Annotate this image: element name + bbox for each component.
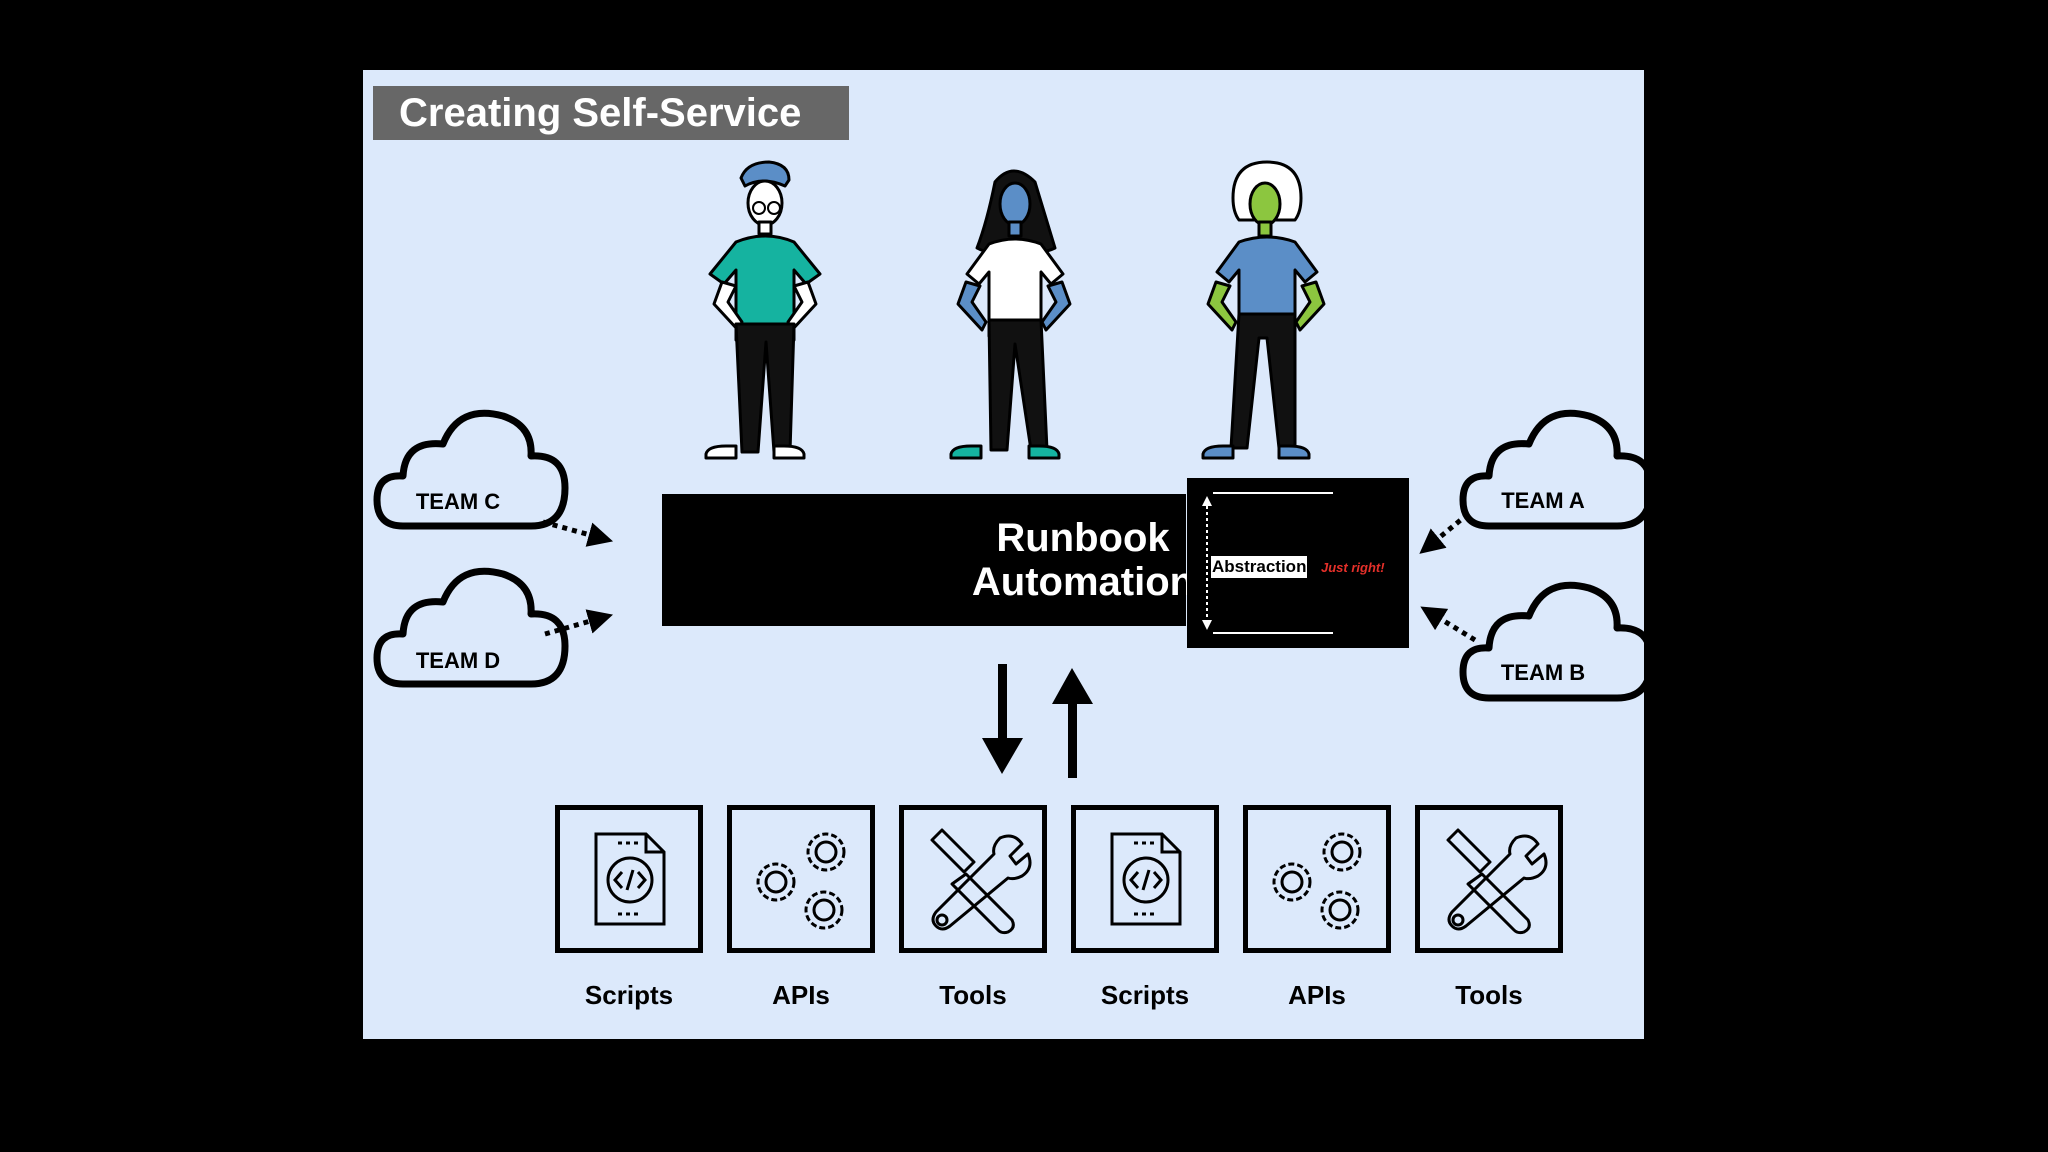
script-file-icon bbox=[594, 832, 666, 926]
person-white-shirt-icon bbox=[949, 169, 1072, 460]
slide-title: Creating Self-Service bbox=[373, 86, 849, 140]
tools-label: Tools bbox=[939, 980, 1007, 1010]
runbook-automation-box bbox=[662, 494, 1186, 626]
cloud-icon bbox=[373, 567, 569, 688]
runbook-label-line1: Runbook bbox=[996, 516, 1170, 560]
abstraction-label: Abstraction bbox=[1211, 556, 1308, 578]
person-blue-shirt-icon bbox=[1201, 160, 1326, 460]
tools-icon bbox=[1446, 828, 1548, 935]
abstraction-note: Just right! bbox=[1321, 560, 1385, 575]
apis-tile bbox=[727, 805, 875, 953]
cloud-icon bbox=[1459, 409, 1644, 530]
apis-label: APIs bbox=[772, 980, 830, 1010]
arrow-up-icon bbox=[1052, 668, 1093, 778]
scripts-label: Scripts bbox=[1100, 980, 1190, 1010]
scripts-tile bbox=[555, 805, 703, 953]
gears-icon bbox=[756, 832, 846, 930]
team-b-label: TEAM B bbox=[1500, 660, 1586, 685]
slide: Creating Self-Service bbox=[363, 70, 1644, 1039]
arrow-team-a bbox=[1419, 512, 1470, 554]
runbook-label-line2: Automation bbox=[971, 560, 1195, 604]
runbook-automation-label: Runbook Automation bbox=[923, 516, 1243, 604]
cloud-icon bbox=[1459, 581, 1644, 702]
tools-tile bbox=[899, 805, 1047, 953]
abstraction-scale-icon bbox=[1202, 492, 1333, 634]
scripts-label: Scripts bbox=[584, 980, 674, 1010]
cloud-icon bbox=[373, 409, 569, 530]
person-teal-shirt-icon bbox=[704, 160, 822, 460]
script-file-icon bbox=[1110, 832, 1182, 926]
gears-icon bbox=[1272, 832, 1362, 930]
arrow-down-icon bbox=[982, 664, 1023, 774]
apis-label: APIs bbox=[1288, 980, 1346, 1010]
team-c-label: TEAM C bbox=[415, 489, 501, 514]
team-a-label: TEAM A bbox=[1501, 488, 1585, 513]
diagram-graphics bbox=[373, 160, 1644, 778]
apis-tile bbox=[1243, 805, 1391, 953]
team-d-label: TEAM D bbox=[415, 648, 501, 673]
tools-icon bbox=[930, 828, 1032, 935]
arrow-team-b bbox=[1420, 606, 1477, 643]
tools-label: Tools bbox=[1455, 980, 1523, 1010]
tools-tile bbox=[1415, 805, 1563, 953]
arrow-team-c bbox=[542, 519, 614, 547]
scripts-tile bbox=[1071, 805, 1219, 953]
